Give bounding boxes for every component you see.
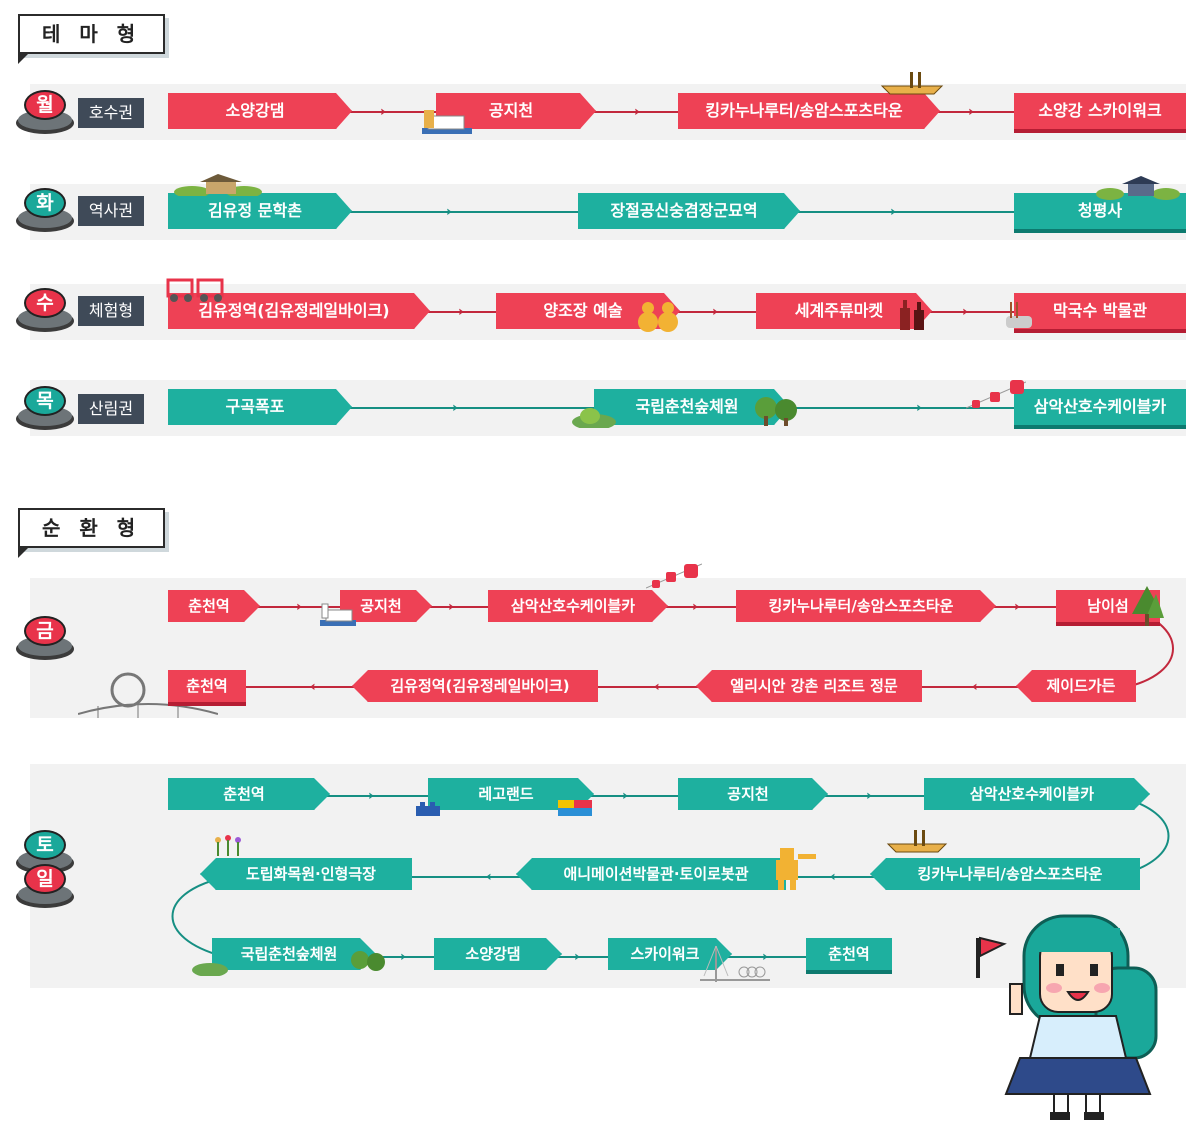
day-label: 산림권 xyxy=(78,394,144,424)
day-button-icon-sunday: 일 xyxy=(16,864,74,908)
chevron-right-icon: › xyxy=(400,949,406,965)
chevron-right-icon: › xyxy=(448,599,454,615)
day-badge-thursday: 목 산림권 xyxy=(16,386,146,430)
route-stop[interactable]: 도립화목원·인형극장 xyxy=(200,858,412,890)
day-button-icon-friday: 금 xyxy=(16,616,74,660)
route-stop[interactable]: 공지천 xyxy=(678,778,828,810)
chevron-left-icon: ‹ xyxy=(830,869,836,885)
route-stop[interactable]: 엘리시안 강촌 리조트 정문 xyxy=(696,670,922,702)
route-stop[interactable]: 소양강 스카이워크 xyxy=(1014,93,1186,129)
chevron-right-icon: › xyxy=(458,304,464,320)
route-stop[interactable]: 제이드가든 xyxy=(1016,670,1136,702)
route-stop[interactable]: 막국수 박물관 xyxy=(1014,293,1186,329)
route-line xyxy=(420,311,1020,313)
swan-boat-icon xyxy=(422,110,472,134)
mascot-girl-icon xyxy=(976,914,1158,1120)
chevron-right-icon: › xyxy=(712,304,718,320)
temple-icon xyxy=(1096,176,1180,200)
tree-icon xyxy=(1132,586,1164,626)
route-stop[interactable]: 삼악산호수케이블카 xyxy=(1014,389,1186,425)
route-stop[interactable]: 춘천역 xyxy=(168,778,330,810)
route-stop[interactable]: 국립춘천숲체원 xyxy=(594,389,790,425)
section-tag-loop: 순 환 형 xyxy=(18,508,166,558)
section-tag-theme: 테 마 형 xyxy=(18,14,166,64)
canoe-icon xyxy=(880,72,944,95)
chevron-right-icon: › xyxy=(968,104,974,120)
chevron-right-icon: › xyxy=(762,949,768,965)
canoe-icon xyxy=(886,830,948,853)
route-stop[interactable]: 장절공신숭겸장군묘역 xyxy=(578,193,800,229)
route-stop[interactable]: 삼악산호수케이블카 xyxy=(488,590,668,622)
chevron-right-icon: › xyxy=(368,788,374,804)
chevron-right-icon: › xyxy=(1014,599,1020,615)
day-label: 호수권 xyxy=(78,98,144,128)
day-button-icon: 수 xyxy=(16,288,74,332)
ferris-wheel-icon xyxy=(78,672,218,718)
bottle-icon xyxy=(900,300,924,330)
route-stop[interactable]: 청평사 xyxy=(1014,193,1186,229)
chevron-right-icon: › xyxy=(890,204,896,220)
railbike-icon xyxy=(166,278,224,302)
day-button-icon: 월 xyxy=(16,90,74,134)
chevron-right-icon: › xyxy=(446,204,452,220)
noodle-icon xyxy=(1006,302,1032,328)
chevron-left-icon: ‹ xyxy=(654,679,660,695)
route-stop[interactable]: 소양강댐 xyxy=(168,93,352,129)
route-stop[interactable]: 소양강댐 xyxy=(434,938,562,970)
route-line xyxy=(240,686,1040,688)
cablecar-icon xyxy=(966,380,1026,409)
skywalk-icon xyxy=(700,945,770,982)
route-stop[interactable]: 김유정역(김유정레일바이크) xyxy=(168,293,430,329)
lego-icon xyxy=(416,802,440,816)
day-button-icon: 화 xyxy=(16,188,74,232)
day-badge-monday: 월 호수권 xyxy=(16,90,146,134)
chevron-right-icon: › xyxy=(634,104,640,120)
route-stop[interactable]: 스카이워크 xyxy=(608,938,732,970)
loop-curve-left xyxy=(171,877,223,957)
forest-icon xyxy=(572,408,616,428)
chevron-right-icon: › xyxy=(380,104,386,120)
route-stop[interactable]: 춘천역 xyxy=(168,670,246,702)
chevron-right-icon: › xyxy=(296,599,302,615)
chevron-right-icon: › xyxy=(692,599,698,615)
day-button-icon: 목 xyxy=(16,386,74,430)
route-stop[interactable]: 삼악산호수케이블카 xyxy=(924,778,1150,810)
tree-icon xyxy=(755,397,797,426)
route-stop[interactable]: 애니메이션박물관·토이로봇관 xyxy=(516,858,786,890)
day-badge-wednesday: 수 체험형 xyxy=(16,288,146,332)
route-stop[interactable]: 킹카누나루터/송암스포츠타운 xyxy=(736,590,996,622)
day-badge-tuesday: 화 역사권 xyxy=(16,188,146,232)
tree-icon xyxy=(351,951,385,971)
forest-icon xyxy=(192,963,228,976)
gourd-icon xyxy=(638,302,678,332)
chevron-right-icon: › xyxy=(916,400,922,416)
route-stop[interactable]: 국립춘천숲체원 xyxy=(212,938,376,970)
route-stop[interactable]: 킹카누나루터/송암스포츠타운 xyxy=(678,93,940,129)
day-label: 역사권 xyxy=(78,196,144,226)
cablecar-icon xyxy=(646,563,702,589)
chevron-right-icon: › xyxy=(962,304,968,320)
day-label: 체험형 xyxy=(78,296,144,326)
route-stop[interactable]: 춘천역 xyxy=(168,590,260,622)
chevron-right-icon: › xyxy=(574,949,580,965)
chevron-right-icon: › xyxy=(452,400,458,416)
chevron-left-icon: ‹ xyxy=(486,869,492,885)
route-line xyxy=(360,956,820,958)
swan-boat-icon xyxy=(320,603,356,626)
flower-icon xyxy=(215,835,241,856)
route-stop[interactable]: 김유정역(김유정레일바이크) xyxy=(352,670,598,702)
robot-icon xyxy=(776,848,816,890)
route-stop[interactable]: 춘천역 xyxy=(806,938,892,970)
route-stop[interactable]: 김유정 문학촌 xyxy=(168,193,352,229)
chevron-left-icon: ‹ xyxy=(310,679,316,695)
chevron-right-icon: › xyxy=(866,788,872,804)
route-stop[interactable]: 구곡폭포 xyxy=(168,389,352,425)
chevron-right-icon: › xyxy=(622,788,628,804)
hanok-icon xyxy=(174,174,262,196)
route-stop[interactable]: 공지천 xyxy=(340,590,432,622)
route-stop[interactable]: 킹카누나루터/송암스포츠타운 xyxy=(870,858,1140,890)
lego-icon xyxy=(558,800,592,816)
chevron-left-icon: ‹ xyxy=(972,679,978,695)
